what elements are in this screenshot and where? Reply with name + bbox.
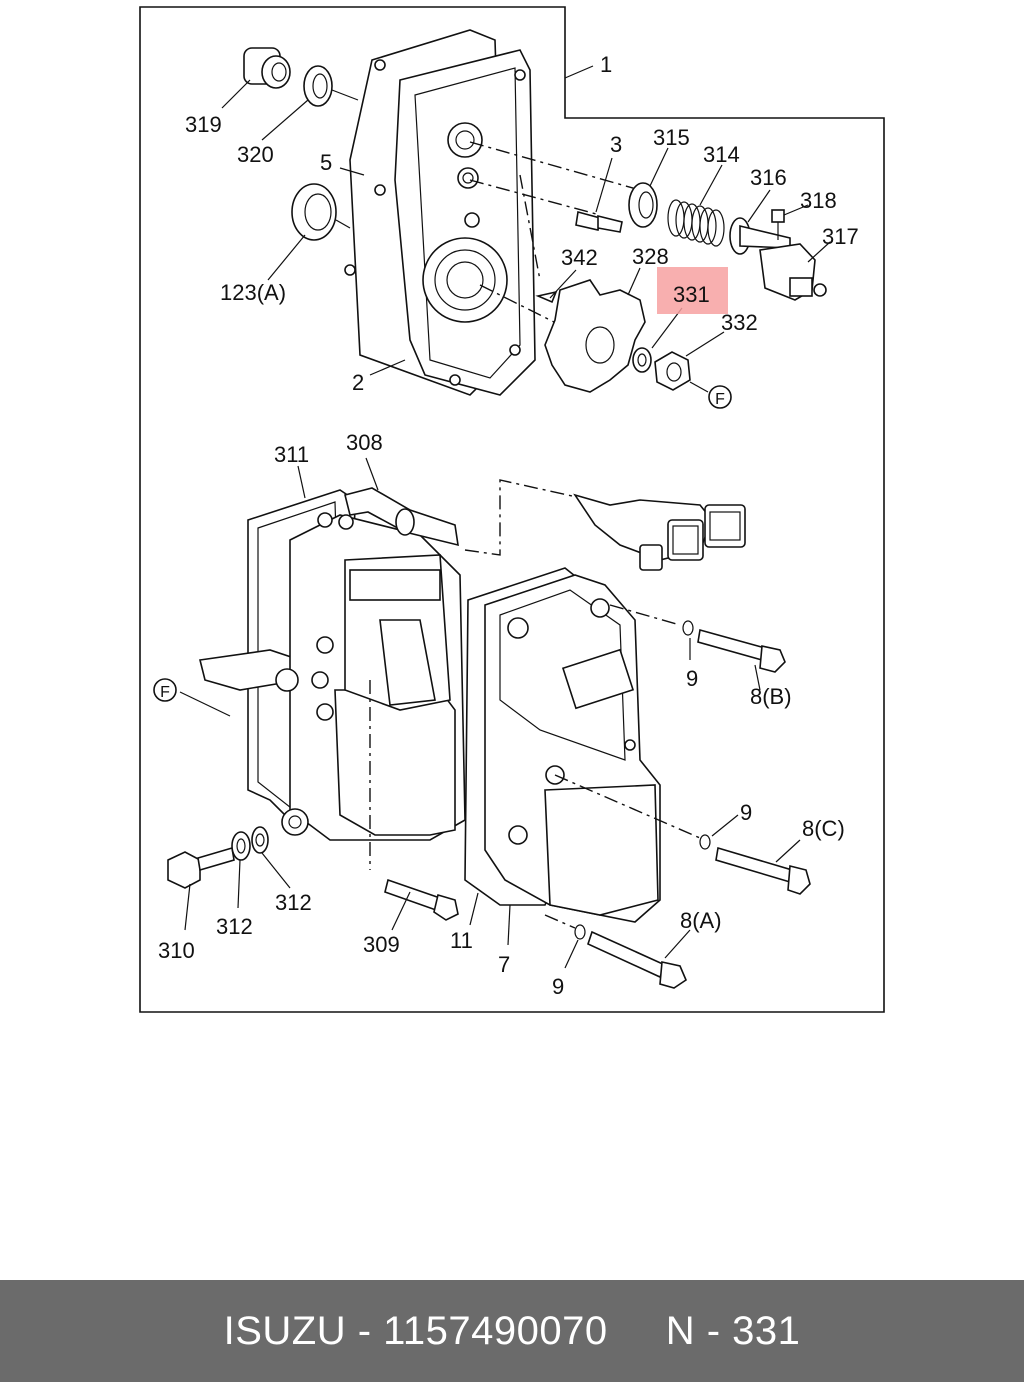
upper-assembly xyxy=(243,29,827,396)
callout-332: 332 xyxy=(721,310,758,335)
highlight-331 xyxy=(657,267,728,314)
connector-harness xyxy=(464,479,746,571)
leader-lines xyxy=(179,65,831,969)
spring-314 xyxy=(667,199,725,247)
callout-11: 11 xyxy=(450,928,473,953)
diagram-frame xyxy=(139,6,885,1013)
bolt-8a xyxy=(544,914,687,989)
callout-312-right: 312 xyxy=(275,890,312,915)
ring-331 xyxy=(632,347,652,373)
callout-123a: 123(A) xyxy=(220,280,286,305)
callout-2: 2 xyxy=(352,370,364,395)
callout-labels: 1 319 320 5 123(A) 2 3 315 314 316 318 3… xyxy=(158,52,859,999)
callout-317: 317 xyxy=(822,224,859,249)
bolt-8b xyxy=(609,604,786,673)
marker-f-lower: F xyxy=(153,678,177,702)
switch-317 xyxy=(759,243,827,301)
tube-308 xyxy=(344,487,459,547)
washer-312a xyxy=(231,831,251,861)
bolt-309 xyxy=(369,680,459,921)
callout-9-middle: 9 xyxy=(740,800,752,825)
callout-312-left: 312 xyxy=(216,914,253,939)
key-342 xyxy=(535,290,558,304)
callout-315: 315 xyxy=(653,125,690,150)
callout-8c: 8(C) xyxy=(802,816,845,841)
bolt-3 xyxy=(575,210,623,233)
callout-311: 311 xyxy=(274,442,309,467)
part-info-footer: ISUZU - 1157490070 N - 331 xyxy=(0,1280,1024,1382)
callout-328: 328 xyxy=(632,244,669,269)
callout-320: 320 xyxy=(237,142,274,167)
screw-318 xyxy=(771,209,785,240)
actuator-housing xyxy=(275,512,466,841)
gear-328 xyxy=(544,279,646,393)
callout-331: 331 xyxy=(673,282,710,307)
callout-9-upper: 9 xyxy=(686,666,698,691)
callout-8a: 8(A) xyxy=(680,908,722,933)
callout-308: 308 xyxy=(346,430,383,455)
washer-312b xyxy=(251,826,269,854)
bolt-310 xyxy=(167,846,235,889)
callout-3: 3 xyxy=(610,132,622,157)
plug-319 xyxy=(243,47,291,89)
cover-7 xyxy=(484,574,661,923)
callout-318: 318 xyxy=(800,188,837,213)
callout-310: 310 xyxy=(158,938,195,963)
seal-315 xyxy=(628,182,658,228)
callout-8b: 8(B) xyxy=(750,684,792,709)
callout-1: 1 xyxy=(600,52,612,77)
callout-5: 5 xyxy=(320,150,332,175)
lower-assembly xyxy=(167,479,811,989)
callout-9-lower: 9 xyxy=(552,974,564,999)
callout-342: 342 xyxy=(561,245,598,270)
callout-319: 319 xyxy=(185,112,222,137)
marker-f-upper-label: F xyxy=(715,391,725,408)
oil-seal-123a xyxy=(291,183,337,241)
marker-f-lower-label: F xyxy=(160,684,170,701)
marker-f-upper: F xyxy=(708,385,732,409)
callout-309: 309 xyxy=(363,932,400,957)
callout-7: 7 xyxy=(498,952,510,977)
exploded-parts-diagram: F F 1 319 320 5 123(A) 2 3 315 314 316 3… xyxy=(139,6,885,1013)
bolt-8c xyxy=(554,774,811,895)
callout-316: 316 xyxy=(750,165,787,190)
part-number-caption: ISUZU - 1157490070 N - 331 xyxy=(223,1308,801,1353)
nut-332 xyxy=(654,351,691,391)
washer-320 xyxy=(303,65,333,107)
callout-314: 314 xyxy=(703,142,740,167)
